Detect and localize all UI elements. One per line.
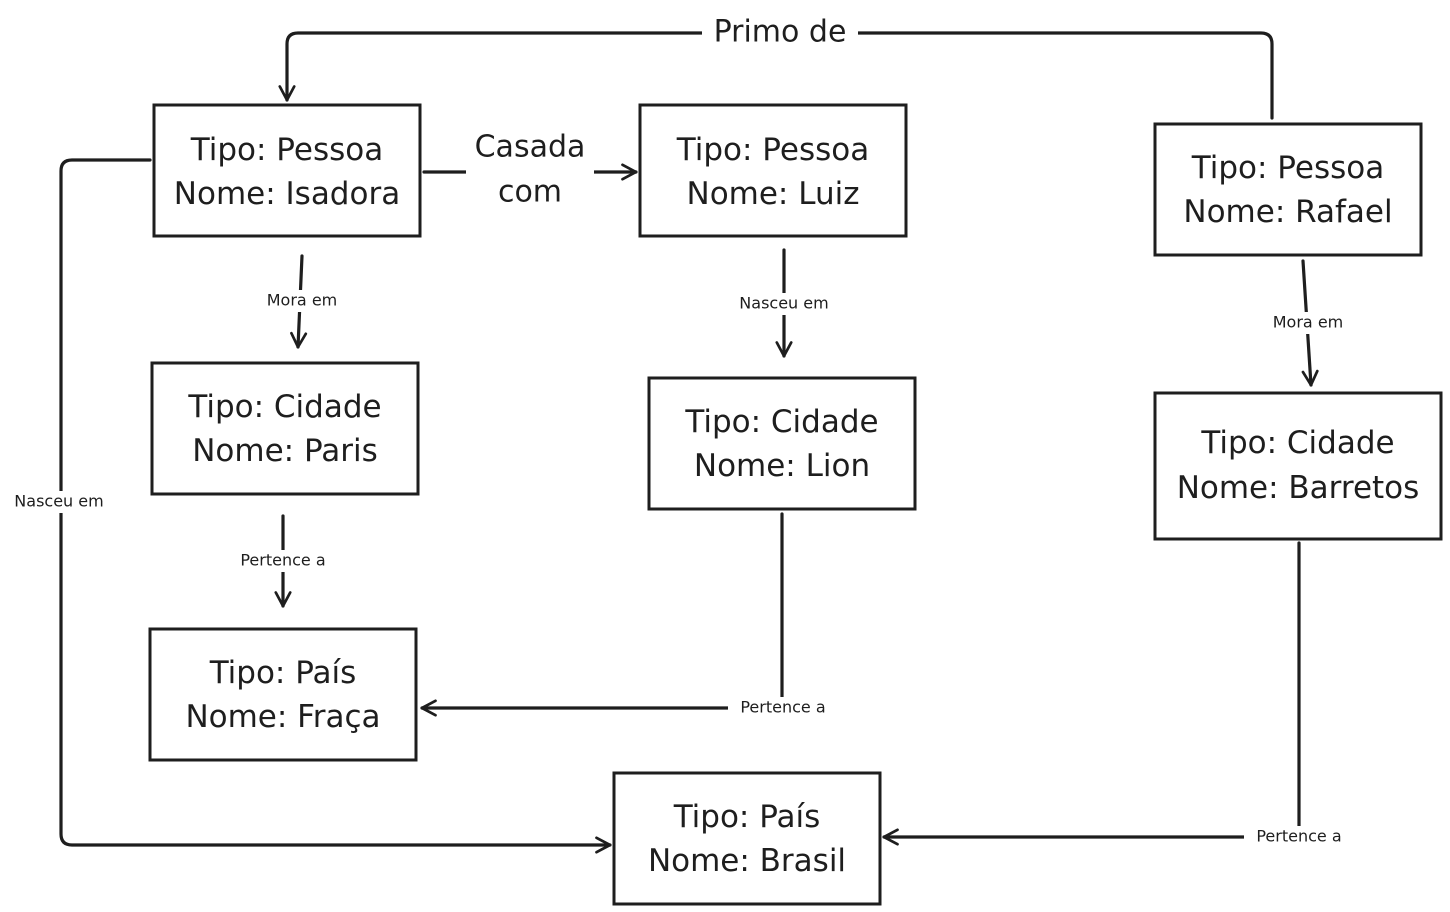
edge-primo-de: Primo de — [278, 12, 1274, 120]
edge-label-paris-pertence-a: Pertence a — [240, 551, 325, 570]
node-franca-tipo: Tipo: País — [209, 655, 357, 691]
node-luiz: Tipo: Pessoa Nome: Luiz — [638, 103, 908, 238]
node-brasil-nome: Nome: Brasil — [648, 843, 846, 879]
node-barretos: Tipo: Cidade Nome: Barretos — [1153, 391, 1443, 541]
edge-casada-com: Casada com — [422, 126, 638, 214]
node-brasil-tipo: Tipo: País — [673, 799, 821, 835]
edge-label-com: com — [498, 175, 562, 210]
edge-isadora-nasceu-em: Nasceu em — [6, 158, 612, 854]
edge-luiz-nasceu-em: Nasceu em — [731, 248, 837, 358]
edge-isadora-mora-em: Mora em — [258, 254, 346, 349]
node-lion-tipo: Tipo: Cidade — [684, 404, 878, 440]
node-luiz-tipo: Tipo: Pessoa — [676, 132, 869, 168]
edge-label-barretos-pertence-a: Pertence a — [1256, 827, 1341, 846]
edge-label-isadora-mora-em: Mora em — [267, 291, 338, 310]
node-paris: Tipo: Cidade Nome: Paris — [150, 361, 420, 496]
node-paris-tipo: Tipo: Cidade — [187, 389, 381, 425]
node-isadora-nome: Nome: Isadora — [174, 176, 400, 212]
edge-label-rafael-mora-em: Mora em — [1273, 313, 1344, 332]
node-rafael: Tipo: Pessoa Nome: Rafael — [1153, 122, 1423, 257]
node-lion: Tipo: Cidade Nome: Lion — [647, 376, 917, 511]
edge-label-luiz-nasceu-em: Nasceu em — [739, 294, 828, 313]
edge-paris-pertence-a: Pertence a — [226, 514, 340, 608]
edge-rafael-mora-em: Mora em — [1264, 259, 1352, 387]
node-isadora-tipo: Tipo: Pessoa — [190, 132, 383, 168]
edge-label-casada: Casada — [475, 130, 586, 165]
node-barretos-nome: Nome: Barretos — [1177, 470, 1420, 506]
node-brasil: Tipo: País Nome: Brasil — [612, 771, 882, 906]
node-franca-nome: Nome: Fraça — [185, 699, 380, 735]
node-isadora: Tipo: Pessoa Nome: Isadora — [152, 103, 422, 238]
node-rafael-nome: Nome: Rafael — [1183, 194, 1392, 230]
node-franca: Tipo: País Nome: Fraça — [148, 627, 418, 762]
edge-barretos-pertence-a: Pertence a — [882, 541, 1354, 848]
edge-lion-pertence-a: Pertence a — [420, 512, 838, 719]
node-lion-nome: Nome: Lion — [694, 448, 870, 484]
edge-label-lion-pertence-a: Pertence a — [740, 698, 825, 717]
node-barretos-tipo: Tipo: Cidade — [1200, 425, 1394, 461]
node-rafael-tipo: Tipo: Pessoa — [1191, 150, 1384, 186]
node-luiz-nome: Nome: Luiz — [687, 176, 860, 212]
edge-label-isadora-nasceu-em: Nasceu em — [14, 492, 103, 511]
node-paris-nome: Nome: Paris — [192, 433, 378, 469]
edge-label-primo-de: Primo de — [714, 15, 847, 50]
